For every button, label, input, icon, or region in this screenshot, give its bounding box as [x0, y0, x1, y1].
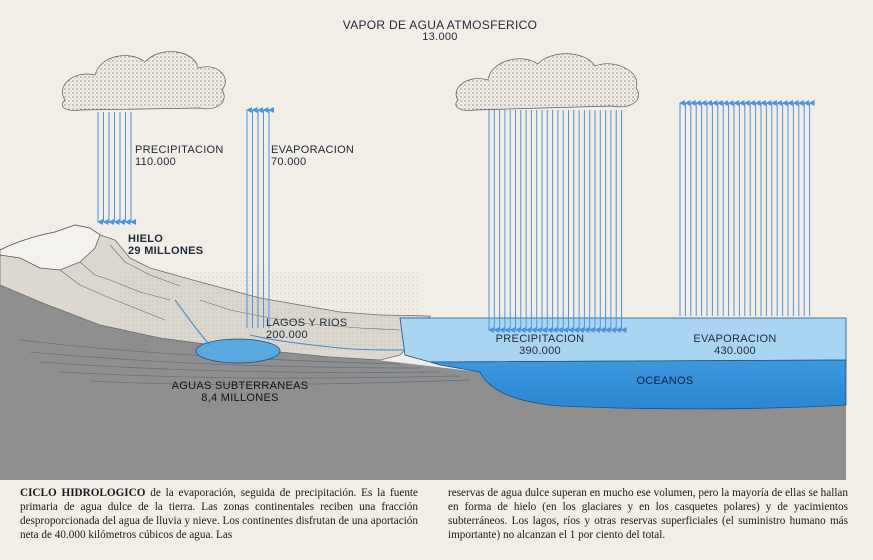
oceans-title: OCEANOS [636, 375, 694, 387]
ocean-precipitation-value: 390.000 [519, 345, 561, 357]
caption-title: CICLO HIDROLOGICO [20, 487, 146, 499]
ocean-cloud [455, 53, 639, 111]
land-precipitation-title: PRECIPITACION [135, 144, 224, 156]
lakes-value: 200.000 [266, 329, 308, 341]
lakes-label: LAGOS Y RIOS 200.000 [266, 317, 347, 341]
mountain-stipple [120, 270, 420, 350]
lake [195, 338, 281, 364]
groundwater-label: AGUAS SUBTERRANEAS 8,4 MILLONES [160, 380, 320, 404]
ice-label: HIELO 29 MILLONES [128, 233, 203, 257]
ocean-body [429, 359, 847, 410]
mountain-shading [0, 224, 101, 271]
ocean-evaporation-title: EVAPORACION [693, 333, 777, 345]
land-precipitation-value: 110.000 [135, 156, 177, 168]
land-precipitation-label: PRECIPITACION 110.000 [135, 144, 224, 168]
caption-right: reservas de agua dulce superan en mucho … [448, 486, 848, 542]
rivers [174, 299, 406, 351]
land-evaporation-label: EVAPORACION 70.000 [271, 144, 354, 168]
ocean-precipitation-label: PRECIPITACION 390.000 [480, 333, 600, 357]
oceans-label: OCEANOS [610, 375, 720, 387]
atmospheric-vapor-value: 13.000 [422, 31, 458, 43]
lakes-title: LAGOS Y RIOS [266, 317, 348, 329]
groundwater-value: 8,4 MILLONES [201, 392, 279, 404]
groundwater-title: AGUAS SUBTERRANEAS [171, 380, 309, 392]
ground [0, 285, 846, 480]
land-evaporation-title: EVAPORACION [271, 144, 355, 156]
ocean-evaporation-value: 430.000 [714, 345, 756, 357]
ice-title: HIELO [128, 233, 164, 245]
precipitation-evaporation-arrows [97, 100, 815, 333]
ice-value: 29 MILLONES [128, 245, 204, 257]
groundwater-lines [19, 339, 471, 386]
atmospheric-vapor-title: VAPOR DE AGUA ATMOSFERICO [342, 18, 538, 32]
caption-left: CICLO HIDROLOGICO de la evaporación, seg… [20, 486, 418, 542]
land-cloud [61, 51, 226, 111]
ocean-precipitation-title: PRECIPITACION [495, 333, 585, 345]
caption-left-text: de la evaporación, seguida de precipitac… [20, 487, 418, 541]
atmospheric-vapor-label: VAPOR DE AGUA ATMOSFERICO 13.000 [330, 19, 550, 43]
ocean-evaporation-label: EVAPORACION 430.000 [675, 333, 795, 357]
caption-right-text: reservas de agua dulce superan en mucho … [448, 487, 848, 541]
land-evaporation-value: 70.000 [271, 156, 307, 168]
